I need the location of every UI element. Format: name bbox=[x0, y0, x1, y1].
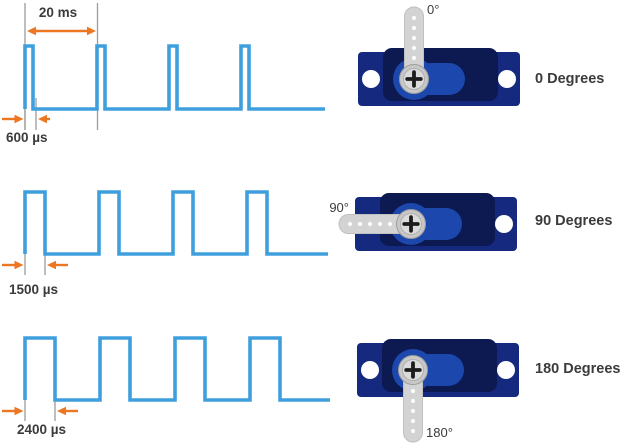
pwm-trace-2400us bbox=[23, 336, 330, 402]
mounting-hole-left bbox=[361, 361, 379, 379]
servo-graphic-0deg bbox=[319, 4, 559, 154]
arm-angle-label-0: 0° bbox=[427, 2, 440, 17]
degrees-caption-90: 90 Degrees bbox=[535, 213, 613, 229]
mounting-hole-right bbox=[495, 215, 513, 233]
pulse-width-label-600us: 600 µs bbox=[6, 130, 48, 145]
pwm-trace-1500us bbox=[23, 190, 328, 256]
pulse-width-label-2400us: 2400 µs bbox=[17, 422, 67, 437]
arm-angle-label-90: 90° bbox=[329, 200, 349, 215]
degrees-caption-180: 180 Degrees bbox=[535, 361, 620, 377]
servo-graphic-90deg bbox=[316, 149, 556, 299]
arm-angle-label-180: 180° bbox=[426, 425, 453, 440]
mounting-hole-right bbox=[497, 361, 515, 379]
mounting-hole-right bbox=[498, 70, 516, 88]
pwm-trace-600us bbox=[23, 44, 325, 111]
mounting-hole-left bbox=[362, 70, 380, 88]
pulse-width-label-1500us: 1500 µs bbox=[9, 282, 59, 297]
servo-graphic-180deg bbox=[318, 295, 558, 445]
degrees-caption-0: 0 Degrees bbox=[535, 71, 605, 87]
period-label: 20 ms bbox=[38, 5, 78, 20]
